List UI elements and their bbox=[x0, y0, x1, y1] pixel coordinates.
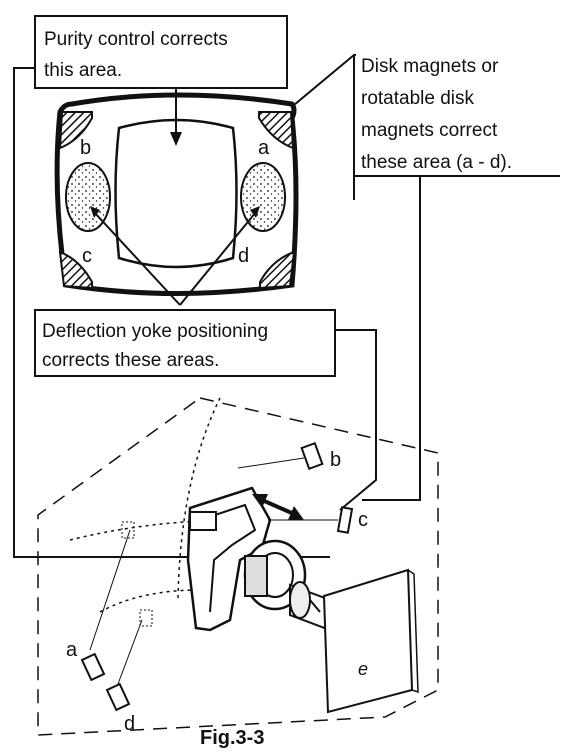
magnet-d bbox=[105, 682, 131, 712]
corner-d-hatch bbox=[259, 250, 296, 290]
magnet-d-leader bbox=[117, 619, 143, 685]
neck-detail bbox=[309, 599, 321, 613]
disk-callout-line1: Disk magnets or bbox=[361, 56, 499, 77]
purity-callout-line2: this area. bbox=[44, 60, 122, 81]
assembly-label-a: a bbox=[66, 639, 78, 661]
socket-plate-edge bbox=[407, 569, 419, 694]
yoke-arrow-head-left bbox=[90, 206, 100, 218]
deflection-yoke-callout: Deflection yoke positioning corrects the… bbox=[34, 206, 377, 511]
disk-callout-bracket bbox=[293, 54, 356, 113]
assembly-label-d: d bbox=[124, 713, 135, 735]
magnet-d-ghost bbox=[139, 609, 153, 627]
disk-callout-line3: magnets correct bbox=[361, 120, 498, 141]
disk-callout-line2: rotatable disk bbox=[361, 88, 475, 109]
magnet-a bbox=[80, 652, 106, 682]
magnet-a-leader bbox=[89, 529, 131, 651]
adjust-arrow-head-left bbox=[252, 494, 268, 508]
purity-leader-line bbox=[13, 67, 330, 558]
adjust-double-arrow bbox=[261, 498, 295, 516]
left-dotted-area bbox=[65, 162, 111, 232]
yoke-clamp bbox=[244, 555, 268, 597]
disk-magnets-callout: Disk magnets or rotatable disk magnets c… bbox=[293, 54, 560, 501]
right-dotted-area bbox=[240, 162, 286, 232]
screen-label-a: a bbox=[258, 137, 270, 159]
neck-ring bbox=[289, 581, 311, 619]
yoke-callout-box bbox=[34, 309, 336, 377]
purity-callout-line1: Purity control corrects bbox=[44, 29, 228, 50]
screen-label-d: d bbox=[238, 245, 249, 267]
assembly-label-b: b bbox=[330, 449, 341, 471]
figure-caption: Fig.3-3 bbox=[200, 727, 264, 749]
crt-screen: b a c d bbox=[54, 92, 299, 296]
adjust-arrow-head-right bbox=[288, 506, 304, 520]
purity-callout: Purity control corrects this area. bbox=[34, 15, 288, 89]
yoke-leader-right bbox=[179, 211, 257, 306]
plate-label-e: e bbox=[358, 659, 368, 679]
purity-arrow-head bbox=[170, 132, 182, 146]
screen-label-b: b bbox=[80, 137, 91, 159]
tube-screen-curve-lower bbox=[99, 589, 201, 613]
corner-c-hatch bbox=[58, 250, 93, 290]
assembly-label-c: c bbox=[358, 509, 368, 531]
corner-b-hatch bbox=[58, 111, 93, 150]
socket-plate bbox=[322, 568, 414, 714]
yoke-bracket-top bbox=[189, 511, 217, 531]
disk-callout-leader bbox=[362, 176, 421, 501]
disk-callout-line4: these area (a - d). bbox=[361, 152, 512, 173]
magnet-b bbox=[300, 441, 324, 471]
yoke-callout-line1: Deflection yoke positioning bbox=[42, 321, 268, 342]
yoke-arrow-head-right bbox=[250, 206, 260, 218]
yoke-leader-left bbox=[93, 211, 181, 306]
magnet-b-leader bbox=[237, 457, 305, 469]
crt-assembly: e b c a d bbox=[37, 397, 439, 736]
magnet-a-ghost bbox=[121, 521, 135, 539]
yoke-frame-inner bbox=[199, 503, 257, 613]
tube-funnel bbox=[177, 397, 221, 601]
screen-center-area bbox=[114, 118, 238, 269]
yoke-callout-line2: corrects these areas. bbox=[42, 350, 219, 371]
purity-callout-box bbox=[34, 15, 288, 89]
screen-label-c: c bbox=[82, 245, 92, 267]
magnet-c bbox=[336, 506, 354, 534]
corner-a-hatch bbox=[258, 111, 295, 150]
yoke-leader-line bbox=[335, 329, 377, 511]
assembly-dashed-outline bbox=[37, 397, 439, 736]
